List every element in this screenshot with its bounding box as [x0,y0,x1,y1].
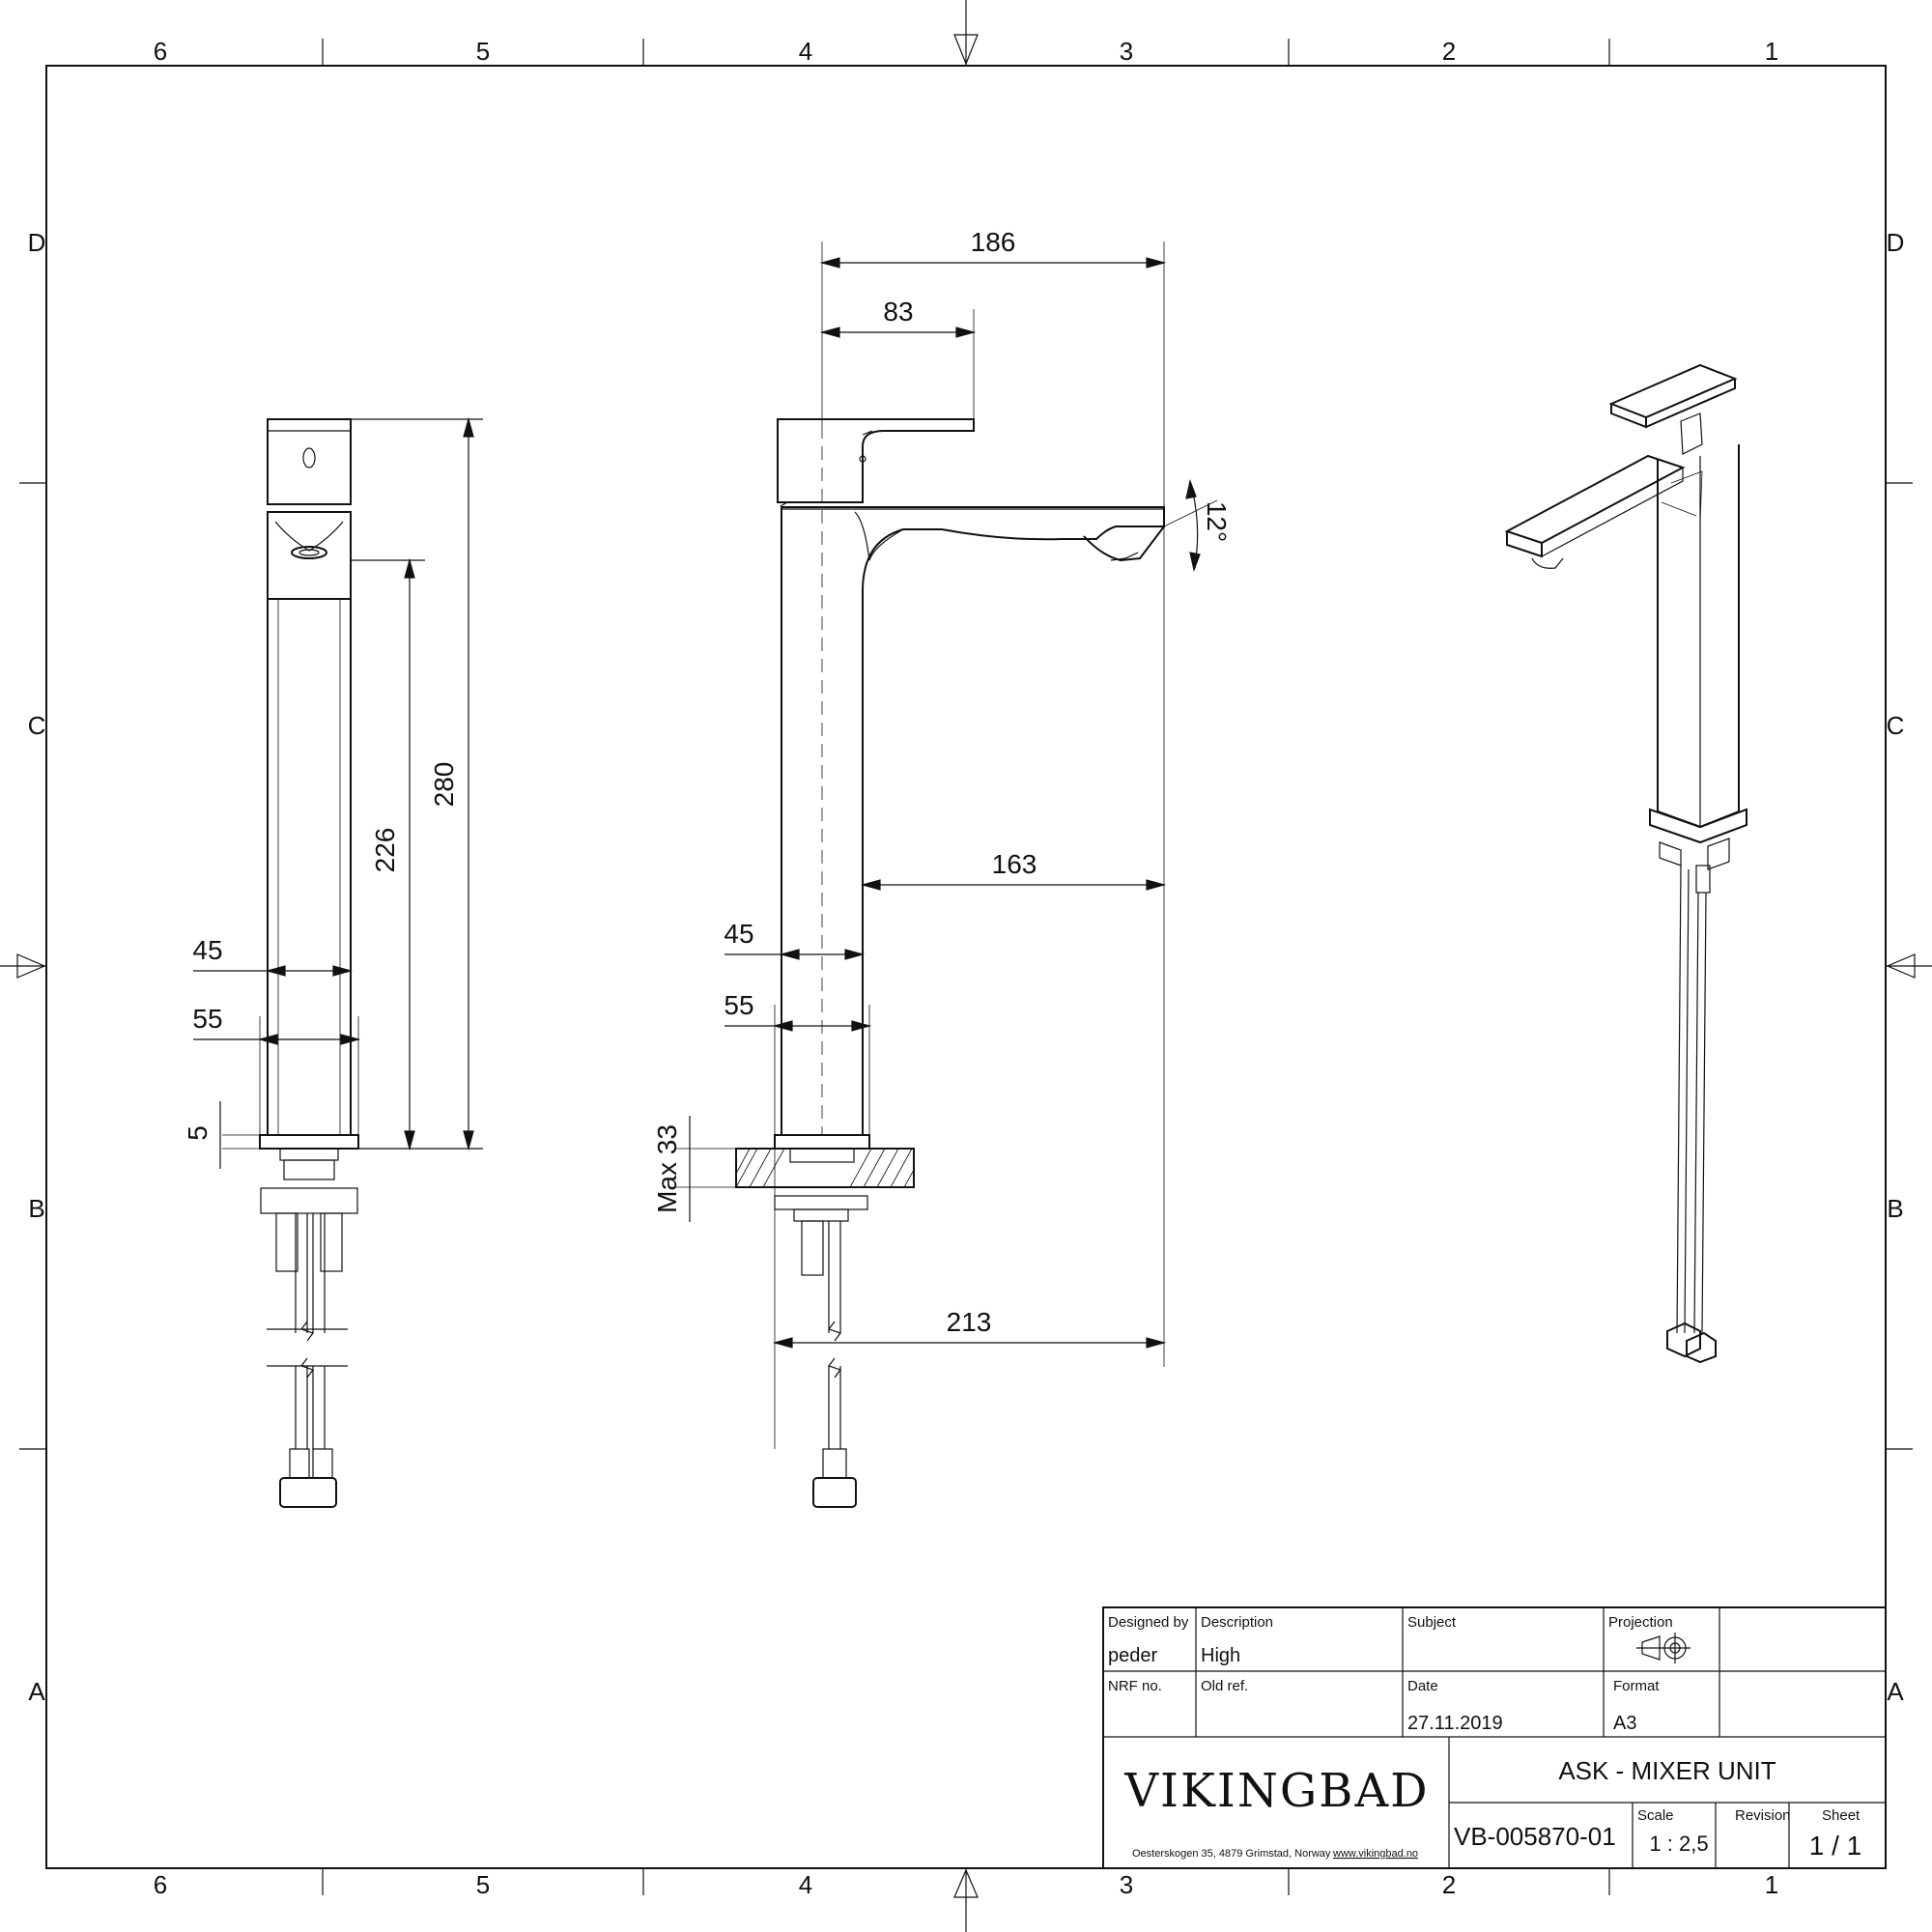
title-block-labels: Designed by peder Description High Subje… [1108,1614,1861,1861]
side-view-dimensions [193,416,483,1169]
company-address: Oesterskogen 35, 4879 Grimstad, Norway [1132,1848,1331,1860]
sheet-value: 1 / 1 [1809,1831,1861,1861]
side-view [259,418,359,1508]
format-label: Format [1613,1678,1660,1694]
dim-front-55: 55 [724,990,753,1020]
sheet-label: Sheet [1822,1807,1861,1824]
drawing-number: VB-005870-01 [1454,1822,1616,1851]
zone-col-1-bottom: 1 [1765,1870,1778,1899]
front-view-dimension-labels: 186 83 12° 163 45 55 Max 33 213 [652,227,1232,1337]
zone-col-5-bottom: 5 [476,1870,490,1899]
zone-col-3-top: 3 [1120,37,1133,66]
zone-row-c-left: C [28,711,46,740]
isometric-view [1504,363,1747,1364]
projection-label: Projection [1608,1614,1673,1631]
zone-row-a-right: A [1887,1677,1904,1706]
dim-front-max-33: Max 33 [652,1124,682,1213]
revision-label: Revision [1735,1807,1791,1824]
zone-col-3-bottom: 3 [1120,1870,1133,1899]
designed-by-value: peder [1108,1645,1157,1666]
zone-col-6-bottom: 6 [154,1870,167,1899]
projection-symbol-icon [1636,1633,1690,1663]
scale-value: 1 : 2,5 [1649,1832,1708,1856]
dim-side-5: 5 [183,1125,213,1141]
date-label: Date [1407,1678,1438,1694]
date-value: 27.11.2019 [1407,1713,1503,1734]
zone-col-4-top: 4 [799,37,812,66]
dim-front-12-degrees: 12° [1202,501,1232,542]
zone-col-2-top: 2 [1442,37,1456,66]
front-view [735,418,1165,1508]
front-view-dimensions [676,242,1218,1449]
zone-row-c-right: C [1887,711,1905,740]
scale-label: Scale [1637,1807,1674,1824]
old-ref-label: Old ref. [1201,1678,1248,1694]
dim-front-83: 83 [883,297,913,327]
dim-front-163: 163 [992,849,1037,879]
description-label: Description [1201,1614,1273,1631]
zone-row-d-right: D [1887,228,1905,257]
nrf-label: NRF no. [1108,1678,1162,1694]
zone-col-4-bottom: 4 [799,1870,812,1899]
zone-col-5-top: 5 [476,37,490,66]
title-block [1102,1606,1887,1869]
drawing-title: ASK - MIXER UNIT [1558,1756,1776,1785]
dim-front-45: 45 [724,919,753,949]
dim-front-186: 186 [971,227,1016,257]
dim-front-213: 213 [947,1307,992,1337]
dim-side-280: 280 [429,762,459,808]
format-value: A3 [1613,1713,1636,1734]
zone-col-2-bottom: 2 [1442,1870,1456,1899]
dim-side-55: 55 [192,1004,222,1034]
description-value: High [1201,1645,1240,1666]
dim-side-45: 45 [192,935,222,965]
zone-col-1-top: 1 [1765,37,1778,66]
dim-side-226: 226 [370,828,400,873]
zone-col-6-top: 6 [154,37,167,66]
zone-row-a-left: A [28,1677,45,1706]
zone-row-b-right: B [1887,1194,1903,1223]
company-logo: VIKINGBAD [1123,1764,1429,1818]
company-website: www.vikingbad.no [1332,1848,1418,1860]
zone-row-d-left: D [28,228,46,257]
zone-labels: 6 5 4 3 2 1 6 5 4 3 2 1 D C B A D C B A [28,37,1905,1899]
side-view-dimension-labels: 45 55 5 226 280 [183,762,459,1141]
zone-row-b-left: B [28,1194,44,1223]
designed-by-label: Designed by [1108,1614,1189,1631]
subject-label: Subject [1407,1614,1457,1631]
